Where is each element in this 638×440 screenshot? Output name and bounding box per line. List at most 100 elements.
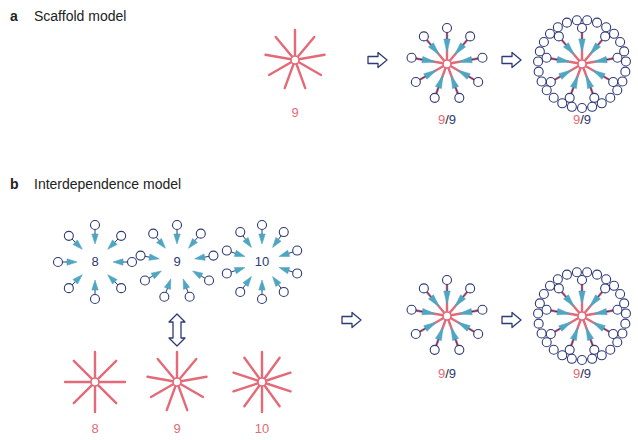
head [474, 78, 483, 87]
ratio-part: 9 [584, 112, 591, 127]
head [91, 221, 100, 230]
wedge [279, 250, 289, 256]
wedge [579, 39, 585, 52]
wedge [594, 309, 607, 315]
spoke [176, 352, 178, 378]
head [466, 32, 475, 41]
spoke [583, 68, 593, 95]
outer-ring [621, 67, 630, 76]
stalk [416, 311, 422, 312]
stalk [598, 292, 602, 297]
outer-ring [534, 57, 543, 66]
stalk [607, 59, 613, 60]
stalk [231, 252, 235, 253]
stalk [72, 239, 75, 242]
spoke [264, 385, 279, 406]
stalk [472, 311, 478, 312]
outer-ring [602, 275, 611, 284]
spoke [450, 318, 475, 333]
wedge [451, 75, 458, 88]
head [236, 228, 245, 237]
head [64, 284, 73, 293]
head [222, 246, 231, 255]
spoke [299, 55, 325, 60]
outer-ring [553, 275, 562, 284]
head [258, 221, 267, 230]
equilibrium-arrow [169, 314, 185, 346]
outer-ring [606, 345, 615, 354]
wedge [67, 259, 77, 265]
head [173, 221, 182, 230]
head [430, 93, 439, 102]
stalk [463, 292, 467, 297]
spoke [561, 39, 580, 61]
head [419, 284, 428, 293]
outer-ring [593, 270, 602, 279]
outer-ring [621, 57, 630, 66]
stalk [591, 339, 593, 345]
spoke [296, 64, 305, 88]
count-label: 10 [255, 421, 269, 437]
stalk [95, 230, 96, 235]
head [222, 269, 231, 278]
wedge [594, 57, 607, 63]
stalk [607, 311, 613, 312]
spoke [585, 66, 610, 81]
head [419, 32, 428, 41]
wedge [259, 234, 265, 244]
outer-ring [558, 99, 567, 108]
spoke [585, 291, 604, 313]
spoke [65, 381, 91, 383]
wedge [457, 70, 470, 79]
hub [443, 312, 451, 320]
stalk [604, 77, 610, 80]
head [546, 330, 555, 339]
hub [578, 312, 586, 320]
stalk [427, 292, 431, 297]
outer-ring [534, 319, 543, 328]
outer-ring [613, 338, 622, 347]
wedge [459, 57, 472, 63]
process-arrow [502, 313, 521, 328]
stalk [115, 282, 118, 285]
process-arrow [342, 313, 361, 328]
ratio-part: 9 [584, 366, 591, 381]
ratio-label: 9/9 [573, 366, 591, 382]
head [411, 330, 420, 339]
wedge [586, 75, 593, 88]
wedge [424, 322, 437, 331]
wedge [259, 280, 265, 290]
spoke [266, 383, 291, 391]
head [54, 258, 63, 267]
wedge [92, 280, 98, 290]
spoke [448, 68, 458, 95]
outer-ring [542, 338, 551, 347]
stalk [571, 87, 573, 93]
outer-ring [578, 104, 587, 113]
stalk [115, 239, 118, 242]
stalk [278, 236, 281, 240]
count-label: 8 [91, 254, 98, 270]
outer-ring [621, 309, 630, 318]
wedge [570, 327, 577, 340]
wedge [586, 327, 593, 340]
outer-ring [602, 23, 611, 32]
stalk [447, 285, 448, 292]
stalk [555, 329, 561, 332]
spoke [178, 386, 187, 410]
outer-ring [567, 102, 576, 111]
stalk [156, 237, 159, 240]
spoke [94, 386, 96, 412]
head [455, 93, 464, 102]
spoke [294, 30, 296, 56]
stalk [463, 40, 467, 45]
stalk [166, 288, 168, 292]
count-label: 9 [173, 421, 180, 437]
wedge [273, 237, 281, 247]
outer-ring [535, 47, 544, 56]
stalk [571, 339, 573, 345]
wedge [193, 271, 203, 279]
stalk [149, 276, 153, 278]
spoke [266, 373, 291, 381]
